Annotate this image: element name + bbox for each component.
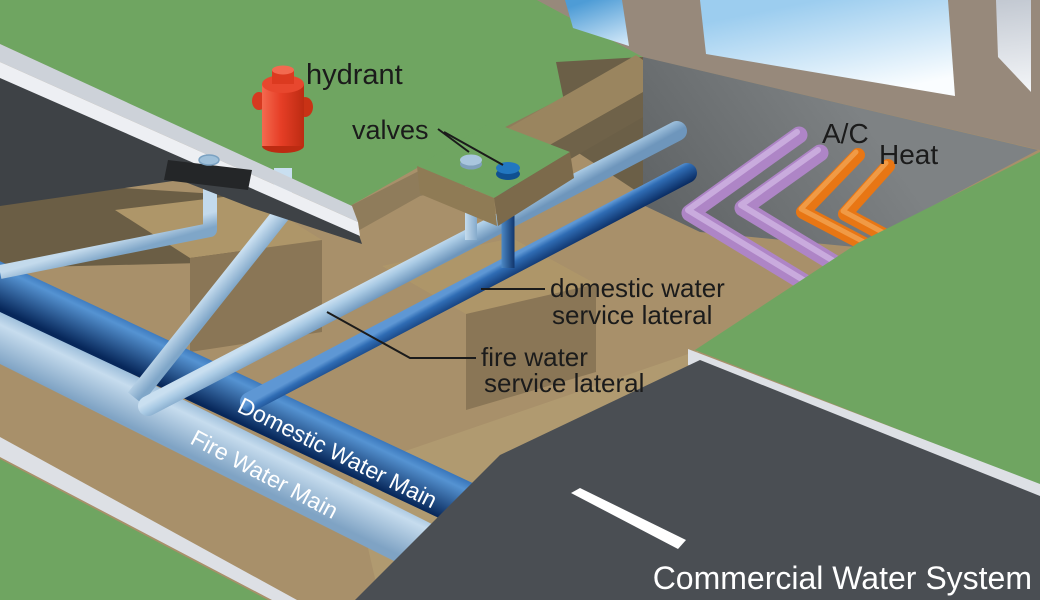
valves-leader-2 bbox=[443, 131, 504, 166]
pipes bbox=[0, 121, 697, 600]
lawn-bottom-left bbox=[0, 459, 268, 600]
meter-slab bbox=[164, 160, 252, 190]
domestic-service-lateral-pipe bbox=[240, 163, 697, 412]
fire-lateral-leader bbox=[326, 311, 476, 359]
fire-valve-disc bbox=[460, 154, 482, 166]
road-and-grass bbox=[0, 152, 1040, 600]
lawn-top-left bbox=[0, 0, 643, 206]
window-left bbox=[565, 0, 629, 46]
fire-service-lateral-pipe bbox=[138, 121, 687, 416]
heat-label: Heat bbox=[879, 139, 938, 170]
fire-lateral-label-line1: fire water bbox=[481, 342, 588, 372]
window-side-face bbox=[996, 0, 1031, 92]
heat-pipe-outer-highlight bbox=[798, 149, 886, 255]
valves-leader-1 bbox=[437, 128, 470, 153]
surface bbox=[0, 44, 574, 244]
curb-bottom-left bbox=[0, 437, 297, 600]
meter-disc bbox=[198, 154, 220, 166]
diagram-title: Commercial Water System bbox=[653, 560, 1032, 596]
hydrant bbox=[252, 65, 313, 153]
valve-platform-face-right bbox=[494, 152, 574, 226]
fire-lateral-label-line2: service lateral bbox=[484, 368, 644, 398]
ac-pipe-outer-highlight bbox=[685, 129, 854, 312]
hydrant-body bbox=[262, 84, 304, 146]
valve-platform-face-left bbox=[417, 166, 497, 226]
sidewalk-top bbox=[0, 44, 358, 222]
soil-block-b-face bbox=[466, 284, 596, 410]
domestic-lateral-label-line1: domestic water bbox=[550, 273, 725, 303]
ac-label: A/C bbox=[822, 118, 869, 149]
window-right bbox=[700, 0, 955, 96]
sidewalk-face bbox=[0, 62, 360, 236]
hydrant-cap-top bbox=[272, 65, 294, 75]
valves-label: valves bbox=[352, 115, 429, 145]
fire-water-main-pipe bbox=[0, 308, 502, 600]
hydrant-label: hydrant bbox=[306, 59, 403, 91]
lawn-right bbox=[695, 152, 1040, 485]
domestic-lateral-label-line2: service lateral bbox=[552, 300, 712, 330]
road-lane-marking bbox=[571, 488, 686, 549]
road bbox=[355, 360, 1040, 600]
